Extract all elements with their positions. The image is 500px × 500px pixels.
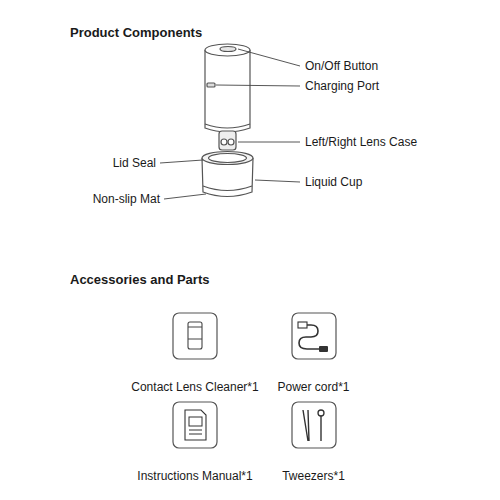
part-label: On/Off Button: [305, 59, 378, 73]
part-label: Liquid Cup: [305, 175, 362, 189]
part-label: Non-slip Mat: [93, 192, 160, 206]
accessory-item: Contact Lens Cleaner*1: [129, 312, 261, 394]
accessory-item: Tweezers*1: [280, 401, 347, 483]
section-heading: Product Components: [70, 25, 202, 41]
accessory-icon: [291, 312, 337, 360]
accessory-item: Instructions Manual*1: [135, 401, 255, 483]
item-caption: Contact Lens Cleaner*1: [129, 380, 261, 394]
icon-drawing: [172, 312, 218, 360]
icon-drawing: [291, 312, 337, 360]
item-caption: Instructions Manual*1: [135, 469, 255, 483]
part-label: Lid Seal: [113, 156, 156, 170]
accessory-icon: [172, 312, 218, 360]
icon-drawing: [291, 401, 337, 449]
accessory-icon: [172, 401, 218, 449]
accessory-icon: [291, 401, 337, 449]
item-caption: Tweezers*1: [280, 469, 347, 483]
part-label: Charging Port: [305, 79, 379, 93]
item-caption: Power cord*1: [275, 380, 352, 394]
icon-drawing: [172, 401, 218, 449]
part-label: Left/Right Lens Case: [305, 135, 417, 149]
accessory-item: Power cord*1: [275, 312, 352, 394]
section-heading: Accessories and Parts: [70, 272, 209, 288]
